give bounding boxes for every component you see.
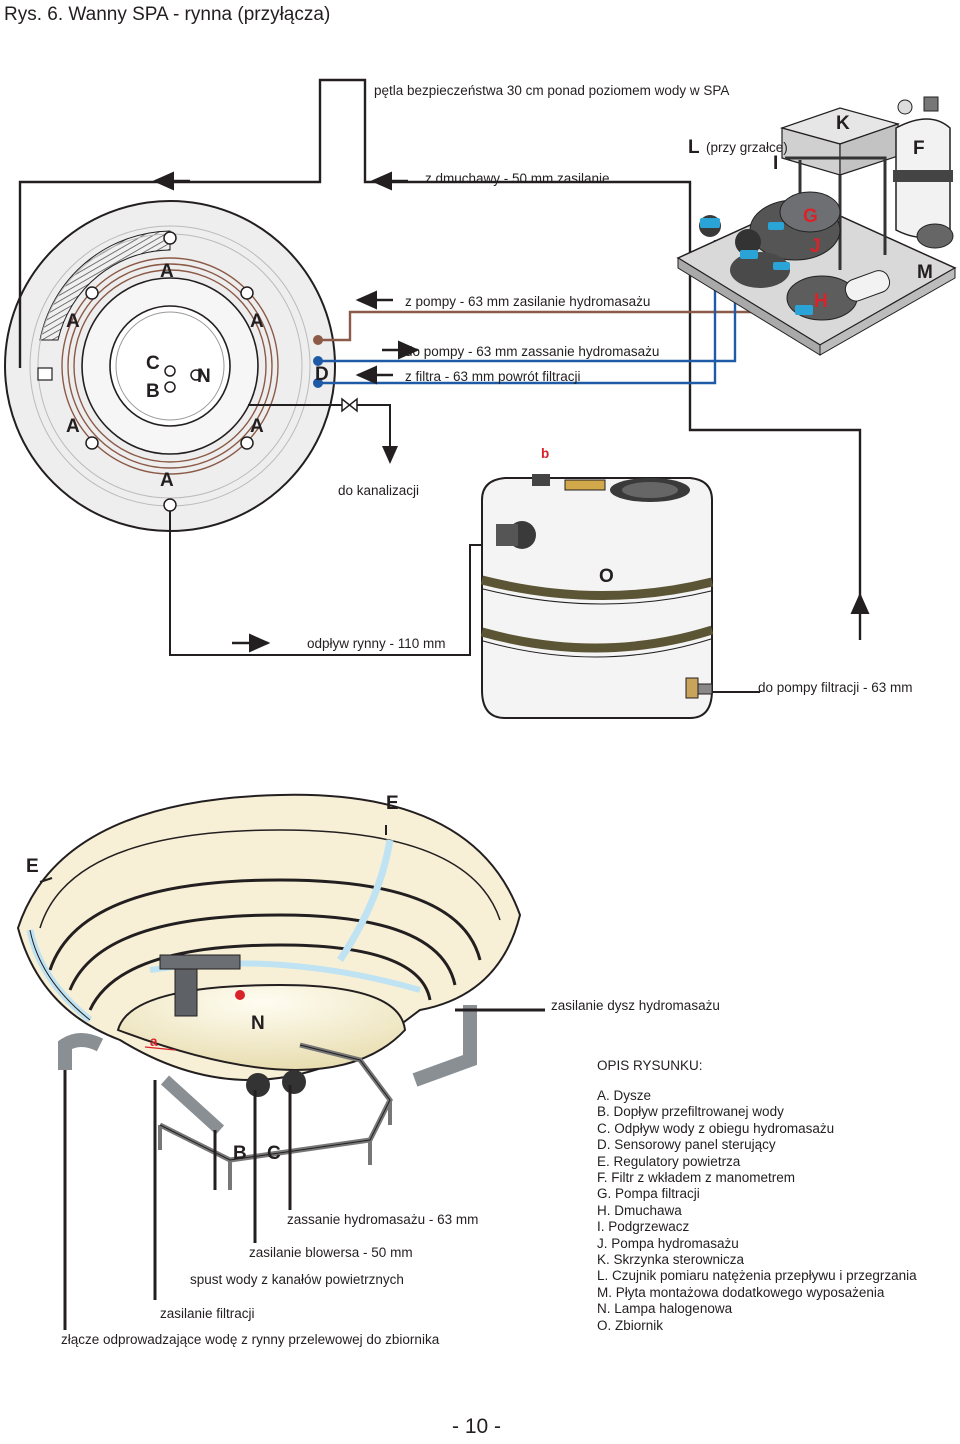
letter-m: M bbox=[917, 262, 933, 283]
legend-item: A. Dysze bbox=[597, 1088, 652, 1103]
letter-e-top: E bbox=[386, 793, 399, 814]
letter-c-bottom: C bbox=[267, 1143, 281, 1164]
letter-e-left: E bbox=[26, 856, 39, 877]
legend-item: D. Sensorowy panel sterujący bbox=[597, 1137, 776, 1153]
loop-label: pętla bezpieczeństwa 30 cm ponad poziome… bbox=[374, 83, 730, 98]
letter-a-upper-right: A bbox=[250, 311, 264, 332]
tank bbox=[480, 474, 714, 719]
filter-supply-label: zasilanie filtracji bbox=[160, 1306, 255, 1321]
legend-list: A. Dysze B. Dopływ przefiltrowanej wody … bbox=[597, 1088, 917, 1334]
letter-a-lower-right: A bbox=[250, 416, 264, 437]
filter-pump-label: do pompy filtracji - 63 mm bbox=[758, 680, 913, 695]
spa-top-view bbox=[4, 200, 336, 532]
letter-n-bottom: N bbox=[251, 1013, 265, 1034]
pump-supply-label: z pompy - 63 mm zasilanie hydromasażu bbox=[405, 294, 651, 309]
letter-d: D bbox=[315, 364, 329, 385]
legend-item: O. Zbiornik bbox=[597, 1317, 664, 1333]
air-drain-label: spust wody z kanałów powietrznych bbox=[190, 1272, 404, 1287]
legend-heading: OPIS RYSUNKU: bbox=[597, 1058, 703, 1073]
pipe-drain bbox=[248, 404, 398, 464]
pipe-pump-suction bbox=[318, 285, 737, 363]
page-title: Rys. 6. Wanny SPA - rynna (przyłącza) bbox=[4, 4, 331, 25]
callout-lines bbox=[63, 1008, 545, 1330]
letter-k: K bbox=[836, 113, 850, 134]
legend-item: I. Podgrzewacz bbox=[597, 1219, 690, 1235]
legend-item: E. Regulatory powietrza bbox=[597, 1153, 741, 1169]
legend-item: B. Dopływ przefiltrowanej wody bbox=[597, 1104, 784, 1120]
letter-a-top: A bbox=[160, 261, 174, 282]
letter-a-small: a bbox=[150, 1034, 158, 1049]
flow-arrows bbox=[152, 171, 870, 653]
blower-label: z dmuchawy - 50 mm zasilanie bbox=[425, 171, 610, 186]
letter-c-top: C bbox=[146, 353, 160, 374]
filter-return-label: z filtra - 63 mm powrót filtracji bbox=[405, 369, 581, 384]
drain-label: do kanalizacji bbox=[338, 483, 420, 498]
pipe-gutter-outflow bbox=[169, 511, 500, 656]
letter-h: H bbox=[814, 291, 828, 312]
legend-item: L. Czujnik pomiaru natężenia przepływu i… bbox=[597, 1268, 917, 1284]
drain-valve-icon bbox=[341, 397, 358, 413]
legend-item: N. Lampa halogenowa bbox=[597, 1301, 733, 1317]
letter-n-top: N bbox=[197, 366, 211, 387]
filter-tank bbox=[893, 96, 953, 239]
letter-b-small: b bbox=[541, 446, 550, 461]
letter-i: I bbox=[773, 153, 779, 174]
legend-item: M. Płyta montażowa dodatkowego wyposażen… bbox=[597, 1284, 885, 1300]
letter-a-bottom: A bbox=[160, 470, 174, 491]
letter-b-top: B bbox=[146, 381, 160, 402]
letter-a-lower-left: A bbox=[66, 416, 80, 437]
letter-l: L bbox=[688, 137, 700, 158]
legend-item: K. Skrzynka sterownicza bbox=[597, 1252, 745, 1268]
suction-label: zassanie hydromasażu - 63 mm bbox=[287, 1212, 479, 1227]
legend-item: J. Pompa hydromasażu bbox=[597, 1235, 739, 1251]
legend-item: C. Odpływ wody z obiegu hydromasażu bbox=[597, 1120, 835, 1136]
legend-item: H. Dmuchawa bbox=[597, 1202, 682, 1218]
control-box bbox=[779, 107, 901, 176]
nozzle-supply-label: zasilanie dysz hydromasażu bbox=[551, 998, 720, 1013]
overflow-label: złącze odprowadzające wodę z rynny przel… bbox=[61, 1332, 440, 1347]
letter-g: G bbox=[803, 206, 818, 227]
letter-o: O bbox=[599, 566, 614, 587]
blower-supply-label: zasilanie blowersa - 50 mm bbox=[249, 1245, 413, 1260]
page-number: - 10 - bbox=[452, 1415, 502, 1438]
letter-b-bottom: B bbox=[233, 1143, 247, 1164]
pump-suction-label: do pompy - 63 mm zassanie hydromasażu bbox=[405, 344, 660, 359]
pump-assembly bbox=[699, 156, 954, 321]
letter-l-note: (przy grzałce) bbox=[706, 140, 788, 155]
letter-j: J bbox=[810, 236, 821, 257]
legend-item: G. Pompa filtracji bbox=[597, 1186, 700, 1202]
gutter-outflow-label: odpływ rynny - 110 mm bbox=[307, 636, 446, 651]
letter-a-upper-left: A bbox=[66, 311, 80, 332]
legend-item: F. Filtr z wkładem z manometrem bbox=[597, 1170, 796, 1186]
letter-f: F bbox=[913, 138, 925, 159]
tub-underside bbox=[16, 793, 522, 1190]
